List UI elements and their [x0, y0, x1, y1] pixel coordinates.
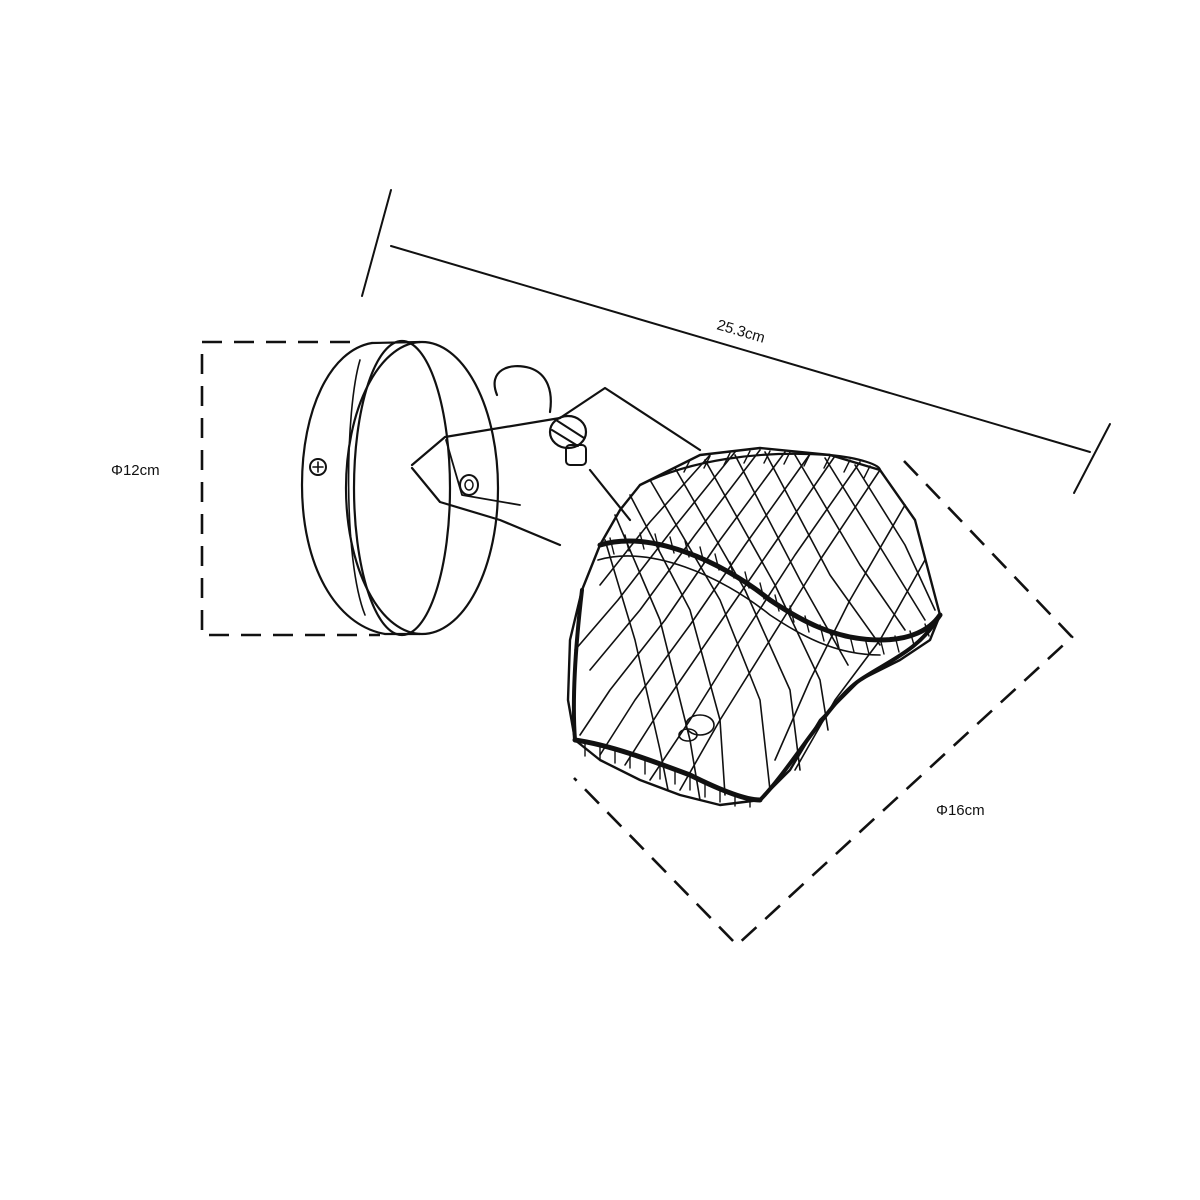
base-disc-rim — [347, 359, 366, 616]
shade-mid-band — [597, 538, 943, 643]
base-disc-side — [300, 341, 422, 636]
bulb-socket — [678, 714, 715, 742]
shade-bottom-rim — [572, 737, 763, 803]
base-disc-top-edge — [370, 340, 422, 345]
adjustment-knob-icon[interactable] — [548, 414, 588, 466]
length-dimension-line — [390, 245, 1091, 453]
base-disc-front — [344, 340, 500, 636]
length-extension-left — [361, 189, 392, 297]
base-dimension-box — [200, 340, 380, 637]
shade-front-rim — [758, 613, 942, 802]
base-diameter-label: Φ12cm — [111, 462, 160, 479]
base-disc-back — [352, 339, 452, 637]
shade-bracket — [558, 386, 702, 522]
shade-diameter-dimension: Φ16cm — [573, 460, 1074, 947]
shade-rope-wraps — [584, 450, 930, 808]
arm-band-inner — [445, 439, 521, 506]
pivot-hole — [459, 474, 479, 496]
arm-band-bottom — [410, 466, 562, 547]
shade-weave — [574, 449, 936, 801]
shade-dimension-box — [573, 460, 1074, 947]
arm-band-top — [410, 416, 562, 467]
shade-diameter-label: Φ16cm — [936, 802, 985, 819]
length-dimension: 25.3cm — [361, 189, 1111, 494]
pivot-hole-inner — [464, 479, 474, 491]
length-extension-right — [1073, 423, 1111, 494]
bracket-loop — [493, 365, 552, 414]
shade-top-ring — [638, 452, 882, 487]
shade-side-rim — [571, 588, 584, 742]
length-label: 25.3cm — [715, 317, 767, 347]
base-diameter-dimension: Φ12cm — [111, 340, 380, 637]
screw-icon — [309, 458, 327, 476]
wall-base — [300, 339, 500, 637]
bracket-arm — [410, 365, 702, 547]
rattan-shade — [566, 446, 943, 808]
